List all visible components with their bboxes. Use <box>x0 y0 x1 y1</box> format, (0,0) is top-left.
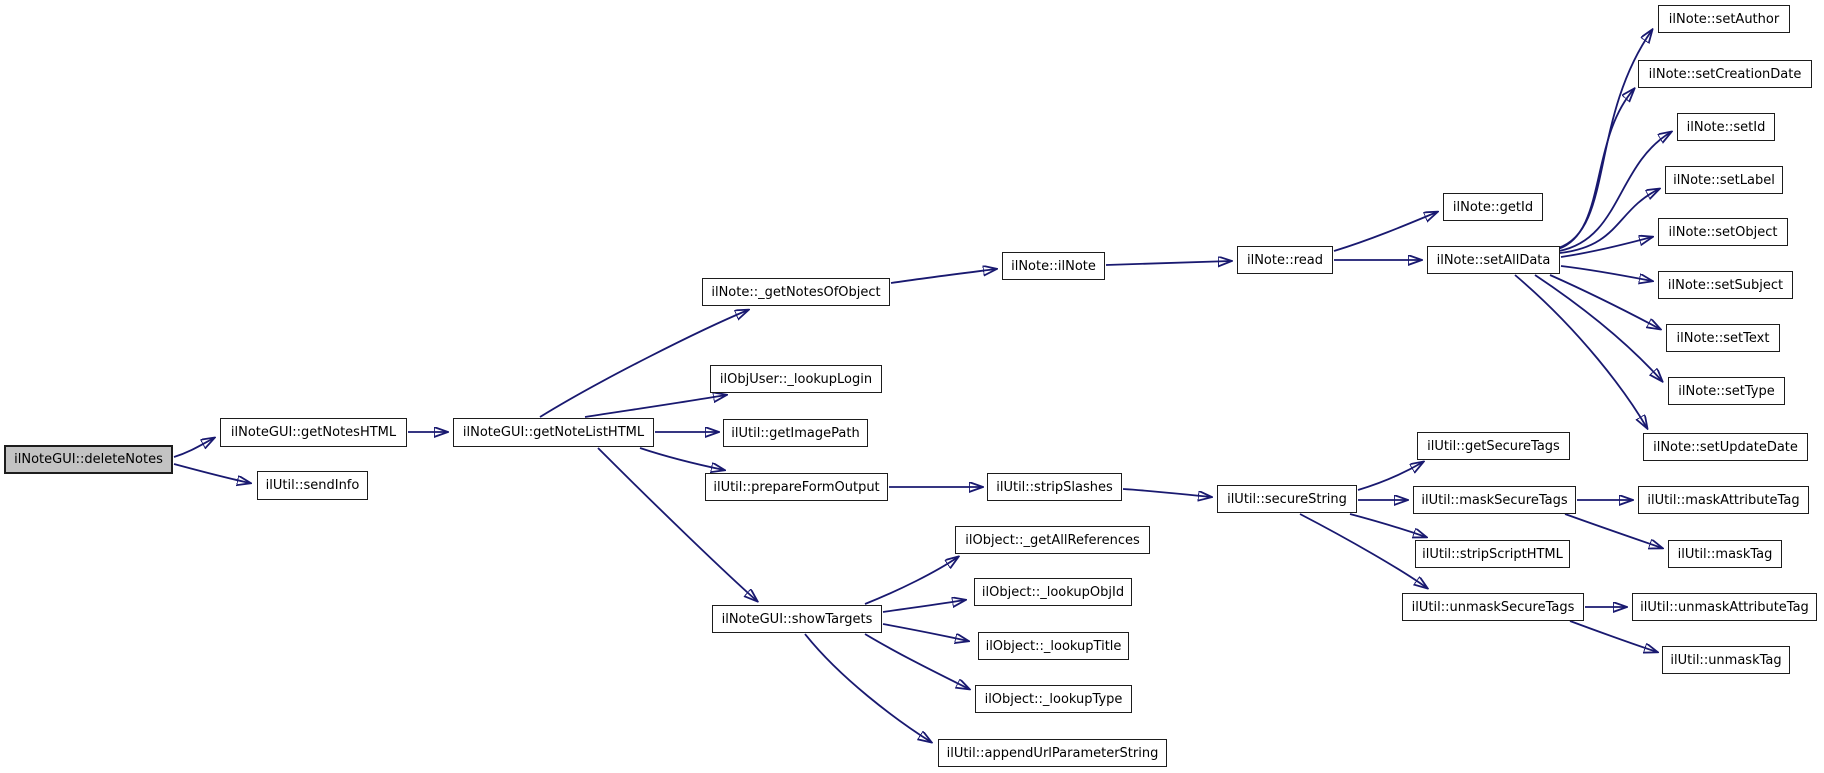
node-ilutil-stripslashes[interactable]: ilUtil::stripSlashes <box>987 473 1122 501</box>
edge-getNoteListHTML-lookupLogin <box>584 395 726 418</box>
node-ilobjuser-lookuplogin[interactable]: ilObjUser::_lookupLogin <box>710 365 882 393</box>
node-ilutil-stripscripthtml[interactable]: ilUtil::stripScriptHTML <box>1415 540 1570 568</box>
node-ilutil-maskattributetag[interactable]: ilUtil::maskAttributeTag <box>1638 486 1809 514</box>
edge-getNoteListHTML-prepareFormOutput <box>639 447 724 470</box>
node-ilutil-getimagepath[interactable]: ilUtil::getImagePath <box>723 419 868 447</box>
edge-getNoteListHTML-showTargets <box>597 447 757 601</box>
edge-setAllData-setText <box>1549 274 1660 329</box>
node-ilnote-read[interactable]: ilNote::read <box>1237 246 1333 274</box>
node-ilnote-setalldata[interactable]: ilNote::setAllData <box>1427 246 1560 274</box>
edge-secureString-getSecureTags <box>1357 462 1423 491</box>
edge-setAllData-setId <box>1558 132 1671 252</box>
node-ilnote-setobject[interactable]: ilNote::setObject <box>1658 218 1788 246</box>
edge-showTargets-appendUrlParameterString <box>804 633 931 742</box>
edge-showTargets-lookupTitle <box>882 623 968 641</box>
edge-secureString-stripScriptHTML <box>1349 513 1426 537</box>
edge-showTargets-lookupType <box>864 633 969 689</box>
edge-ilNote-read <box>1105 261 1231 265</box>
node-ilnote-settext[interactable]: ilNote::setText <box>1666 324 1780 352</box>
node-ilnote-setid[interactable]: ilNote::setId <box>1677 113 1775 141</box>
node-ilnote-ilnote[interactable]: ilNote::ilNote <box>1002 252 1105 280</box>
edge-read-getId <box>1333 212 1437 252</box>
node-ilutil-securestring[interactable]: ilUtil::secureString <box>1217 485 1357 513</box>
edge-setAllData-setUpdateDate <box>1514 274 1647 428</box>
edge-setAllData-setType <box>1534 274 1662 381</box>
edge-setAllData-setObject <box>1560 237 1652 258</box>
node-ilnote-getnotesofobject[interactable]: ilNote::_getNotesOfObject <box>702 278 890 306</box>
edge-getNoteListHTML-getNotesOfObject <box>539 310 748 418</box>
node-ilobject-lookuptype[interactable]: ilObject::_lookupType <box>975 685 1132 713</box>
edge-secureString-unmaskSecureTags <box>1299 513 1427 588</box>
node-ilnote-getid[interactable]: ilNote::getId <box>1443 193 1543 221</box>
node-ilutil-unmasktag[interactable]: ilUtil::unmaskTag <box>1662 646 1790 674</box>
edge-stripSlashes-secureString <box>1122 488 1211 497</box>
node-ilnotegui-showtargets[interactable]: ilNoteGUI::showTargets <box>712 605 882 633</box>
node-ilutil-prepareformoutput[interactable]: ilUtil::prepareFormOutput <box>705 473 888 501</box>
edge-deleteNotes-getNotesHTML <box>173 438 214 458</box>
edge-deleteNotes-sendInfo <box>173 463 250 483</box>
edge-setAllData-setSubject <box>1560 265 1652 281</box>
node-ilutil-unmasksecuretags[interactable]: ilUtil::unmaskSecureTags <box>1402 593 1584 621</box>
node-ilutil-appendurlparameterstring[interactable]: ilUtil::appendUrlParameterString <box>938 739 1167 767</box>
node-ilobject-getallreferences[interactable]: ilObject::_getAllReferences <box>955 526 1150 554</box>
node-ilnotegui-getnoteshtml[interactable]: ilNoteGUI::getNotesHTML <box>220 418 407 447</box>
node-ilnotegui-getnotelisthtml[interactable]: ilNoteGUI::getNoteListHTML <box>453 418 654 447</box>
edge-unmaskSecureTags-unmaskTag <box>1569 620 1657 652</box>
edge-showTargets-getAllReferences <box>864 557 958 605</box>
node-ilutil-unmaskattributetag[interactable]: ilUtil::unmaskAttributeTag <box>1632 593 1817 621</box>
edge-getNotesOfObject-ilNote <box>890 269 996 284</box>
node-ilnote-setupdatedate[interactable]: ilNote::setUpdateDate <box>1643 433 1808 461</box>
node-ilutil-sendinfo[interactable]: ilUtil::sendInfo <box>257 471 368 500</box>
node-ilutil-getsecuretags[interactable]: ilUtil::getSecureTags <box>1417 432 1570 460</box>
edge-setAllData-setLabel <box>1559 189 1659 254</box>
node-ilnote-setsubject[interactable]: ilNote::setSubject <box>1658 271 1793 299</box>
node-ilutil-masktag[interactable]: ilUtil::maskTag <box>1668 540 1782 568</box>
edge-showTargets-lookupObjId <box>882 600 965 613</box>
node-ilutil-masksecuretags[interactable]: ilUtil::maskSecureTags <box>1413 486 1576 514</box>
node-ilobject-lookupobjid[interactable]: ilObject::_lookupObjId <box>974 578 1132 606</box>
node-ilnotegui-deletenotes: ilNoteGUI::deleteNotes <box>4 445 173 474</box>
node-ilnote-setauthor[interactable]: ilNote::setAuthor <box>1658 5 1790 33</box>
node-ilobject-lookuptitle[interactable]: ilObject::_lookupTitle <box>978 632 1129 660</box>
node-ilnote-setcreationdate[interactable]: ilNote::setCreationDate <box>1638 60 1812 88</box>
edge-setAllData-setCreationDate <box>1557 89 1634 250</box>
node-ilnote-setlabel[interactable]: ilNote::setLabel <box>1665 166 1783 194</box>
edge-maskSecureTags-maskTag <box>1564 513 1662 548</box>
node-ilnote-settype[interactable]: ilNote::setType <box>1668 377 1785 405</box>
